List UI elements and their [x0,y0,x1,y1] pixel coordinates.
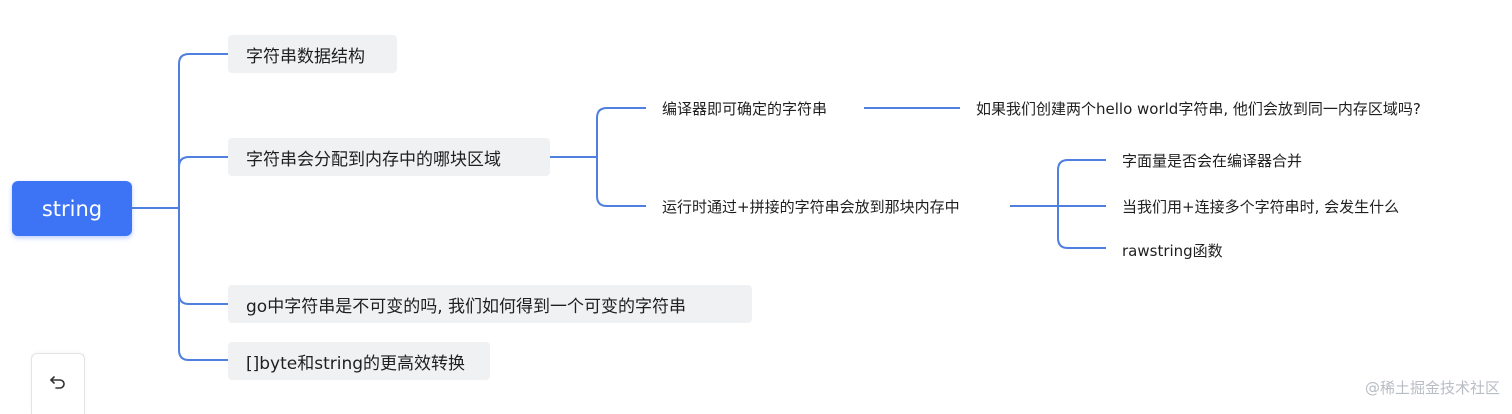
branch-node-byte-conversion[interactable]: []byte和string的更高效转换 [228,342,490,380]
connector-lvl2-b [596,195,646,207]
undo-button[interactable] [31,353,85,414]
branch-node-data-structure[interactable]: 字符串数据结构 [228,35,397,73]
connector-branch-2 [178,156,228,168]
connector-branch-4 [178,349,228,361]
branch-label: []byte和string的更高效转换 [246,353,466,374]
branch-node-mutability[interactable]: go中字符串是不可变的吗, 我们如何得到一个可变的字符串 [228,285,752,323]
leaf-node-rawstring[interactable]: rawstring函数 [1122,238,1223,262]
leaf-node-literal-merge[interactable]: 字面量是否会在编译器合并 [1122,148,1302,172]
branch-label: 字符串数据结构 [246,46,365,67]
watermark: @稀土掘金技术社区 [1364,379,1500,397]
leaf-label: 字面量是否会在编译器合并 [1122,151,1303,170]
root-node[interactable]: string [12,181,132,236]
connector-lvl3-b1 [1057,159,1106,171]
connector-lvl3-b3 [1057,237,1106,249]
subtopic-label: 编译器即可确定的字符串 [662,99,828,118]
connector-lvl2-a [596,107,646,119]
subtopic-label: 运行时通过+拼接的字符串会放到那块内存中 [662,197,960,216]
branch-label: 字符串会分配到内存中的哪块区域 [246,149,501,170]
leaf-label: 当我们用+连接多个字符串时, 会发生什么 [1122,197,1400,216]
branch-node-memory-region[interactable]: 字符串会分配到内存中的哪块区域 [228,138,550,176]
leaf-label: rawstring函数 [1122,241,1223,260]
leaf-node-plus-concat[interactable]: 当我们用+连接多个字符串时, 会发生什么 [1122,194,1399,218]
subtopic-node-compile-time[interactable]: 编译器即可确定的字符串 [662,96,827,120]
root-label: string [41,196,103,221]
undo-icon [49,373,67,395]
leaf-label: 如果我们创建两个hello world字符串, 他们会放到同一内存区域吗? [976,99,1421,118]
connector-branch-1 [178,53,228,65]
connector-branch-3 [178,293,228,305]
subtopic-node-runtime-concat[interactable]: 运行时通过+拼接的字符串会放到那块内存中 [662,194,960,218]
leaf-node-hello-world[interactable]: 如果我们创建两个hello world字符串, 他们会放到同一内存区域吗? [976,96,1421,120]
branch-label: go中字符串是不可变的吗, 我们如何得到一个可变的字符串 [246,296,686,317]
